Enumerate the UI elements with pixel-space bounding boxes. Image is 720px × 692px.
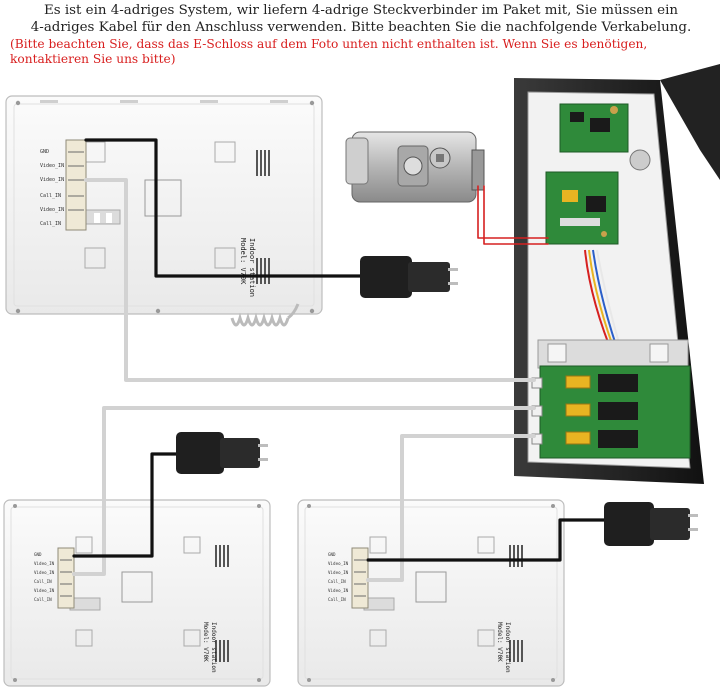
cables [72, 138, 606, 582]
power-cable-top [84, 138, 362, 278]
terminal-label-video-in-3-br: Video_IN [328, 588, 349, 593]
cable-monitor-bl-to-station [72, 406, 536, 576]
terminal-label-video-in-2-br: Video_IN [328, 570, 349, 575]
indoor-monitor-bottom-left [3, 499, 271, 687]
terminal-label-call-in-1-bl: Call_IN [34, 579, 52, 584]
power-adapter-icon [360, 256, 458, 298]
terminal-label-call-in-1-br: Call_IN [328, 579, 346, 584]
header-text: Es ist ein 4-adriges System, wir liefern… [10, 2, 712, 67]
model-label-bl: Model: V70K [202, 622, 209, 662]
cable-monitor-br-to-station [366, 434, 536, 582]
lock-wire-red-2 [483, 185, 549, 245]
power-adapter-icon [176, 432, 268, 474]
power-cable-bl [72, 452, 186, 558]
header-line-2: 4-adriges Kabel für den Anschluss verwen… [30, 20, 692, 35]
handset-cord-icon [230, 303, 300, 327]
lock-wire-red-1 [477, 185, 549, 239]
station-label-bl: Indoor station [210, 622, 217, 673]
terminal-label-call-in-2-bl: Call_IN [34, 597, 52, 602]
header-line-1: Es ist ein 4-adriges System, wir liefern… [43, 3, 679, 18]
cable-monitor-top-to-station [84, 178, 536, 382]
power-adapter-icon [604, 502, 698, 546]
terminal-label-call-in-2-top: Call_IN [40, 221, 61, 227]
terminal-label-video-in-1-br: Video_IN [328, 561, 349, 566]
terminal-label-video-in-2-top: Video_IN [40, 177, 64, 183]
terminal-label-video-in-3-bl: Video_IN [34, 588, 55, 593]
electric-lock-icon [345, 131, 485, 203]
terminal-label-video-in-2-bl: Video_IN [34, 570, 55, 575]
terminal-label-gnd-bl: GND [34, 552, 42, 557]
door-station-panel-icon [514, 64, 720, 484]
station-label-top: Indoor station [248, 238, 256, 297]
terminal-label-video-in-1-bl: Video_IN [34, 561, 55, 566]
terminal-label-video-in-3-top: Video_IN [40, 207, 64, 213]
terminal-label-call-in-1-top: Call_IN [40, 193, 61, 199]
terminal-label-call-in-2-br: Call_IN [328, 597, 346, 602]
terminal-label-gnd-top: GND [40, 149, 49, 155]
terminal-label-video-in-1-top: Video_IN [40, 163, 64, 169]
model-label-br: Model: V70K [496, 622, 503, 662]
indoor-monitor-bottom-right [297, 499, 565, 687]
power-cable-br [366, 518, 606, 562]
header-note: (Bitte beachten Sie, dass das E-Schloss … [10, 37, 648, 66]
indoor-monitor-top [5, 95, 323, 315]
terminal-label-gnd-br: GND [328, 552, 336, 557]
model-label-top: Model: V70K [239, 238, 247, 285]
station-label-br: Indoor station [504, 622, 511, 673]
